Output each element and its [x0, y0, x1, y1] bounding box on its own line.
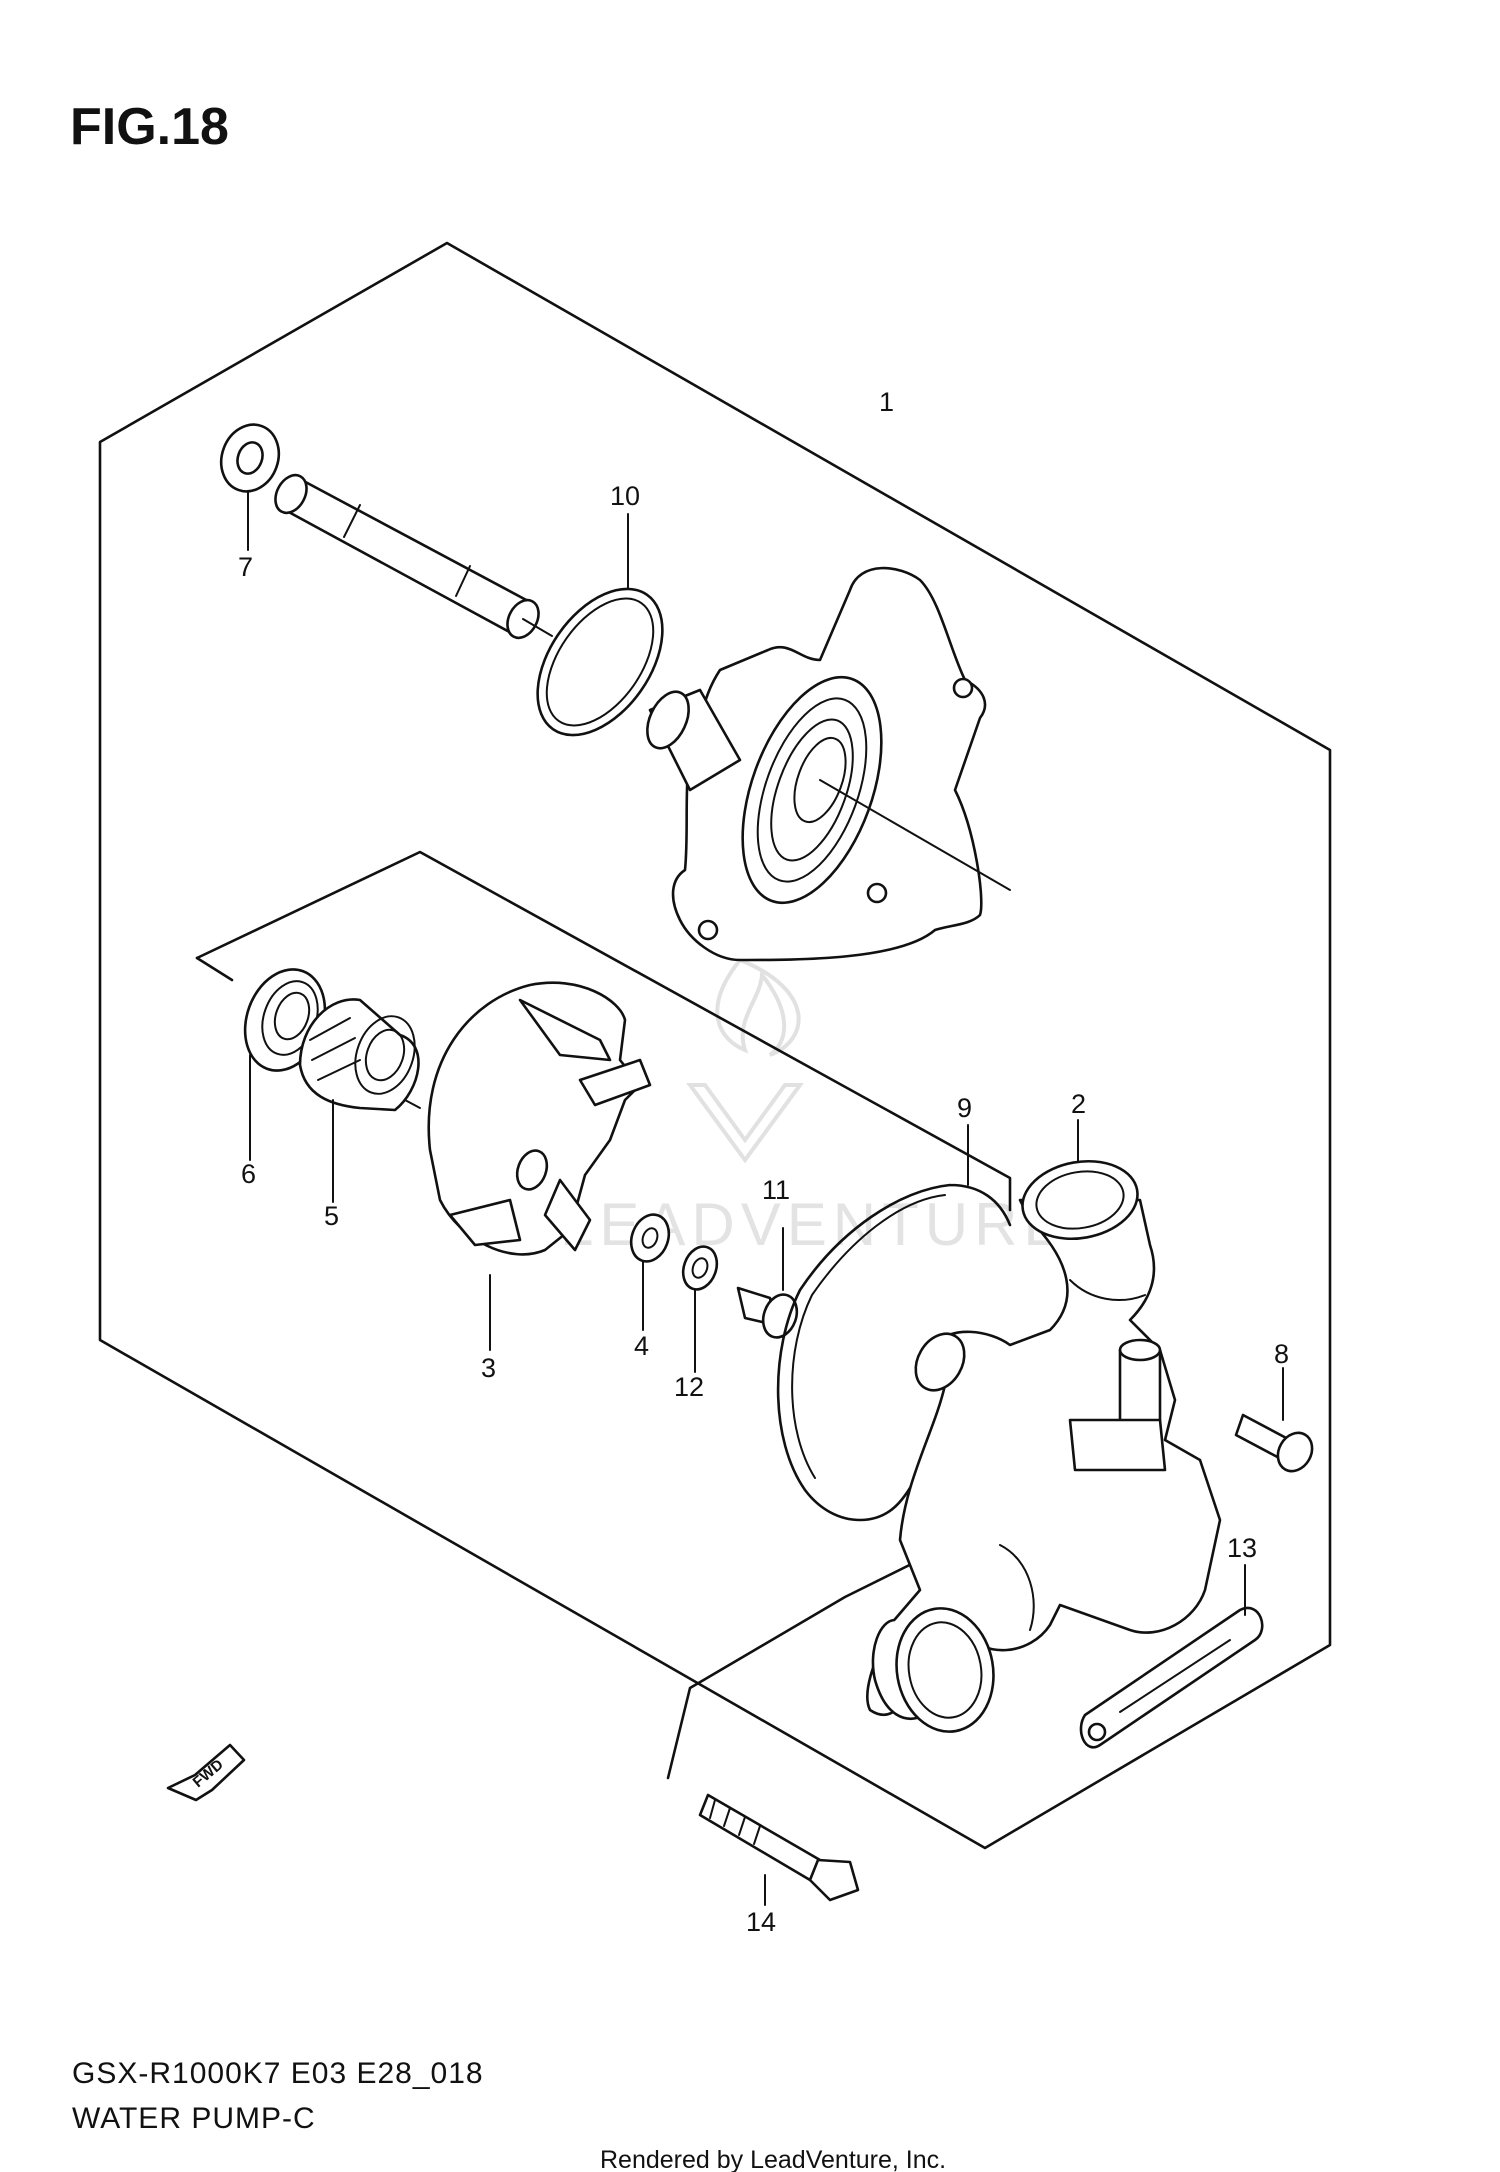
pump-shaft [274, 473, 553, 640]
callout-8: 8 [1274, 1339, 1289, 1369]
callout-2: 2 [1071, 1089, 1086, 1119]
pump-housing-part-2 [865, 1119, 1222, 1733]
washer-part-12 [681, 1245, 719, 1373]
callout-5: 5 [324, 1201, 339, 1231]
callout-11: 11 [762, 1175, 790, 1205]
callout-9: 9 [957, 1093, 972, 1123]
render-credit: Rendered by LeadVenture, Inc. [600, 2146, 946, 2172]
callout-14: 14 [746, 1907, 776, 1937]
callout-10: 10 [610, 481, 640, 511]
pump-body-flange [646, 566, 1011, 962]
impeller-part-3 [427, 981, 652, 1351]
callout-3: 3 [481, 1353, 496, 1383]
model-code: GSX-R1000K7 E03 E28_018 [72, 2057, 484, 2090]
bolt-part-11 [736, 1227, 799, 1339]
callout-6: 6 [241, 1159, 256, 1189]
mechanical-seal-part-5 [298, 998, 421, 1203]
callout-13: 13 [1227, 1533, 1257, 1563]
washer-part-7 [219, 423, 281, 551]
bolt-part-8 [1234, 1367, 1314, 1473]
o-ring-part-10 [536, 513, 664, 737]
watermark-logo: LEADVENTURE [560, 957, 1063, 1258]
callout-12: 12 [674, 1372, 704, 1402]
gasket-part-9 [776, 1124, 1012, 1522]
diagram-subtitle: WATER PUMP-C [72, 2102, 316, 2135]
callouts: 1 2 3 4 5 6 7 8 9 10 11 12 13 14 [238, 387, 1289, 1937]
figure-title: FIG.18 [70, 98, 229, 156]
forward-direction-arrow: FWD [166, 1743, 246, 1802]
washer-part-4 [629, 1213, 671, 1331]
bolt-part-14 [698, 1793, 860, 1906]
callout-1: 1 [879, 387, 894, 417]
sub-assembly-bracket [195, 850, 1012, 1780]
callout-7: 7 [238, 552, 253, 582]
callout-4: 4 [634, 1331, 649, 1361]
main-assembly-outline [98, 241, 1332, 1850]
clamp-part-13 [1079, 1564, 1264, 1749]
